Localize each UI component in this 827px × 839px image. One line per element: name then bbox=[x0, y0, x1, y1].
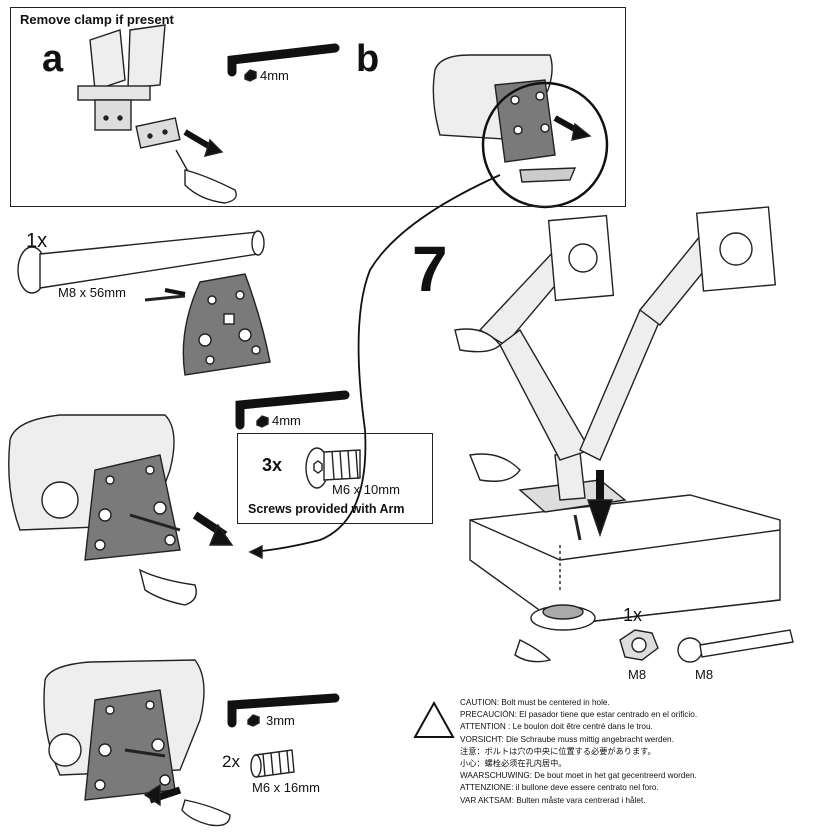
wrench-label: M8 bbox=[695, 667, 714, 682]
set-screw-qty: 2x bbox=[222, 752, 240, 771]
screws-provided-box bbox=[237, 433, 433, 524]
caution-line: WAARSCHUWING: De bout moet in het gat ge… bbox=[460, 771, 697, 781]
set-screw-drawing bbox=[250, 749, 295, 778]
screws-qty: 3x bbox=[262, 455, 283, 475]
bolt-drawing bbox=[17, 230, 265, 294]
bracket-mid-drawing bbox=[8, 414, 234, 606]
inset-title: Remove clamp if present bbox=[20, 12, 174, 27]
clamp-arm-drawing bbox=[77, 24, 237, 204]
inset-tool-size: 4mm bbox=[260, 68, 289, 83]
hex-key-icon bbox=[227, 693, 340, 728]
caution-line: VAR AKTSAM: Bulten måste vara centrerad … bbox=[460, 795, 646, 805]
caution-line: VORSICHT: Die Schraube muss mittig angeb… bbox=[460, 734, 674, 744]
adapter-plate-drawing bbox=[144, 273, 271, 376]
bolt-qty: 1x bbox=[26, 230, 48, 252]
bottom-tool-size: 3mm bbox=[266, 713, 295, 728]
hand-icon bbox=[138, 568, 197, 606]
step-label-a: a bbox=[42, 38, 64, 80]
bracket-bottom-drawing bbox=[43, 659, 231, 827]
caution-line: PRECAUCIÓN: El pasador tiene que estar c… bbox=[460, 710, 698, 720]
bolt-size: M8 x 56mm bbox=[58, 285, 126, 300]
screws-caption: Screws provided with Arm bbox=[248, 502, 405, 516]
wrench-drawing bbox=[677, 629, 794, 663]
nut-drawing bbox=[619, 629, 659, 661]
caution-notice: CAUTION: Bolt must be centered in hole. … bbox=[460, 697, 820, 807]
nut-label: M8 bbox=[628, 667, 647, 682]
screws-size: M6 x 10mm bbox=[332, 482, 400, 497]
hardware-qty: 1x bbox=[623, 605, 643, 625]
caution-line: 小心：螺栓必须在孔内居中。 bbox=[460, 759, 567, 769]
remove-clamp-inset bbox=[10, 7, 626, 207]
bracket-drawing bbox=[432, 54, 609, 209]
set-screw-size: M6 x 16mm bbox=[252, 780, 320, 795]
step-label-b: b bbox=[356, 38, 380, 80]
warning-triangle-icon bbox=[413, 700, 455, 738]
arrow-icon bbox=[248, 544, 263, 560]
step-number: 7 bbox=[412, 233, 448, 305]
screw-m6-10-drawing bbox=[305, 447, 361, 489]
caution-line: 注意：ボルトは穴の中央に位置する必要があります。 bbox=[460, 746, 656, 756]
hex-key-icon bbox=[227, 43, 340, 82]
caution-line: ATTENZIONE: il bullone deve essere centr… bbox=[460, 783, 659, 793]
hex-key-icon bbox=[235, 390, 350, 430]
caution-line: ATTENTION : Le boulon doit être centré d… bbox=[460, 722, 653, 732]
dual-monitor-arm-drawing bbox=[454, 206, 781, 663]
mid-tool-size: 4mm bbox=[272, 413, 301, 428]
caution-line: CAUTION: Bolt must be centered in hole. bbox=[460, 698, 610, 707]
